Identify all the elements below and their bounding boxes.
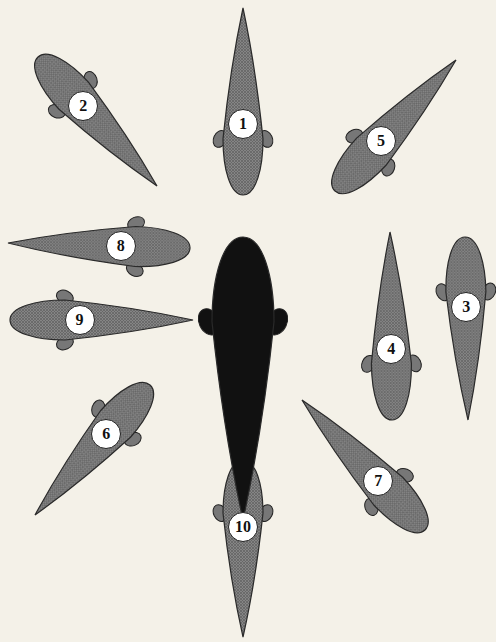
fish-body <box>287 386 439 543</box>
callout-text: 3 <box>462 299 470 315</box>
central-fish <box>194 237 292 520</box>
fish <box>11 363 175 536</box>
fish-body <box>223 8 263 195</box>
fish <box>7 210 191 280</box>
fish-body <box>320 46 470 204</box>
fish-body <box>20 372 165 529</box>
callout-text: 9 <box>76 312 84 328</box>
callout-text: 8 <box>117 238 125 254</box>
callout-text: 5 <box>377 133 385 149</box>
fish <box>432 236 496 420</box>
callout-text: 6 <box>102 426 110 442</box>
fish-body <box>10 300 193 340</box>
callout-text: 2 <box>79 98 87 114</box>
callout-text: 10 <box>235 519 251 535</box>
fish-body <box>370 232 412 420</box>
callout-number: 10 <box>228 512 258 542</box>
fish <box>10 287 193 352</box>
callout-number: 6 <box>91 419 121 449</box>
callout-number: 7 <box>363 466 393 496</box>
fish <box>14 35 181 208</box>
callout-number: 5 <box>366 126 396 156</box>
callout-text: 1 <box>239 116 247 132</box>
fish-body <box>7 223 190 268</box>
fish-body <box>23 43 171 199</box>
callout-number: 3 <box>451 292 481 322</box>
callout-text: 7 <box>374 473 382 489</box>
callout-number: 8 <box>106 231 136 261</box>
fish <box>311 38 480 213</box>
callout-number: 4 <box>376 334 406 364</box>
callout-number: 9 <box>65 305 95 335</box>
fish <box>210 8 275 195</box>
callout-number: 2 <box>68 91 98 121</box>
fish <box>357 232 424 421</box>
callout-number: 1 <box>228 109 258 139</box>
callout-text: 4 <box>387 341 395 357</box>
fish-body <box>212 237 274 520</box>
fish-body <box>445 237 488 421</box>
fish <box>278 378 448 553</box>
